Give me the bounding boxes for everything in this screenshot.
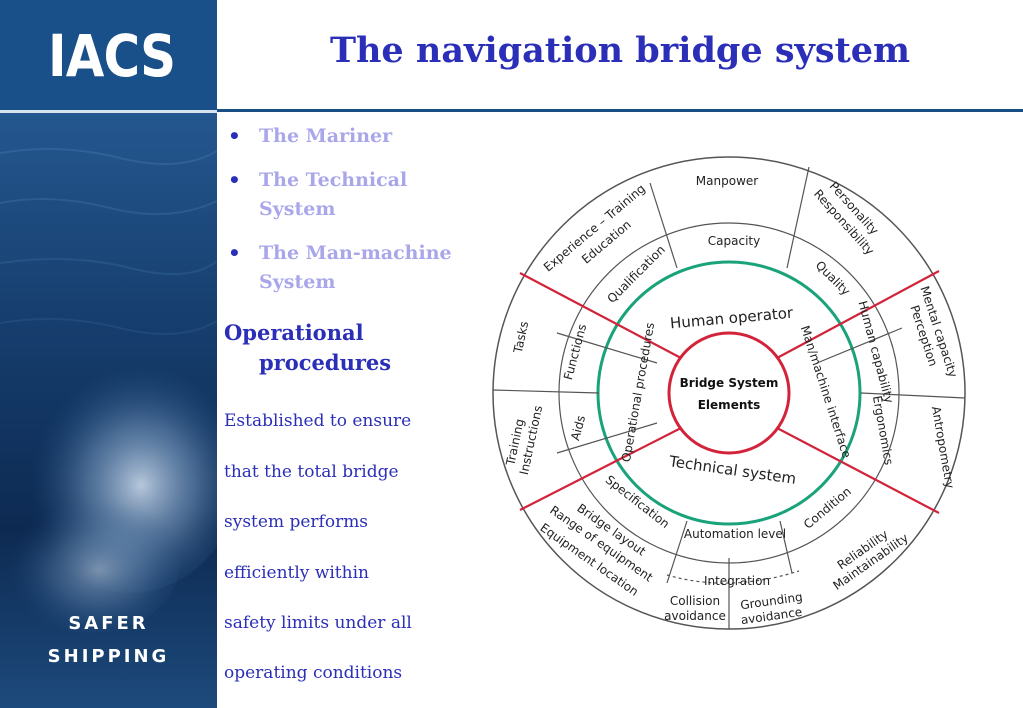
bridge-system-diagram: Bridge System Elements Human operator Ma… xyxy=(487,153,972,635)
header-rule xyxy=(217,109,1023,112)
label-condition: Condition xyxy=(801,484,854,532)
bullet-item: • The Man-machine System xyxy=(224,239,469,297)
description-line: Established to ensure xyxy=(224,411,412,431)
label-tasks: Tasks xyxy=(511,320,532,355)
logo-band xyxy=(0,0,217,110)
label-collision: Collision xyxy=(670,594,720,608)
bullet-item: • The Technical System xyxy=(224,166,469,224)
tagline-shipping: SHIPPING xyxy=(47,646,170,667)
bullet-icon: • xyxy=(228,124,241,148)
middle-ring xyxy=(558,222,900,564)
integration-arc xyxy=(666,570,800,584)
label-man-machine-interface: Man/machine interface xyxy=(798,324,854,460)
description-line: operating conditions xyxy=(224,663,403,683)
sea-image xyxy=(0,113,217,708)
label-manpower: Manpower xyxy=(696,174,758,188)
label-human-capability: Human capability xyxy=(855,299,896,404)
label-antropometry: Antropometry xyxy=(929,405,957,489)
description-line: safety limits under all xyxy=(224,613,412,633)
description-line: that the total bridge xyxy=(224,462,399,482)
diagram-svg: Bridge System Elements Human operator Ma… xyxy=(492,156,966,630)
bullet-item: • The Mariner xyxy=(224,122,469,151)
bullet-icon: • xyxy=(228,241,241,265)
iacs-logo: IACS xyxy=(48,22,176,90)
operational-heading-line: procedures xyxy=(259,350,392,375)
label-collision-avoidance: avoidance xyxy=(664,609,726,623)
bullet-text: The Technical xyxy=(259,169,408,191)
bullet-text: The Man-machine xyxy=(259,242,452,264)
ring-dividers xyxy=(492,166,966,629)
label-technical-system: Technical system xyxy=(667,452,797,488)
bullet-text: System xyxy=(259,271,336,293)
bullet-text: System xyxy=(259,198,336,220)
quadrant-dividers xyxy=(519,270,940,514)
page-title: The navigation bridge system xyxy=(329,30,911,71)
label-integration: Integration xyxy=(704,574,770,588)
tagline-safer: SAFER xyxy=(68,613,149,634)
label-ergonomics: Ergonomics xyxy=(870,395,896,466)
description-line: system performs xyxy=(224,512,369,532)
operational-heading: Operational procedures xyxy=(224,318,391,378)
bullet-text: The Mariner xyxy=(259,125,393,147)
center-label-2: Elements xyxy=(698,398,761,412)
brand-panel: IACS SAFER SHIPPING xyxy=(0,0,217,708)
label-qualification: Qualification xyxy=(605,243,668,306)
panel-divider xyxy=(0,110,217,113)
label-human-operator: Human operator xyxy=(669,304,794,333)
description-line: efficiently within xyxy=(224,563,369,583)
bullet-list: • The Mariner • The Technical System • T… xyxy=(224,122,469,312)
bullet-icon: • xyxy=(228,168,241,192)
label-quality: Quality xyxy=(813,258,853,298)
label-capacity: Capacity xyxy=(708,234,760,248)
label-functions: Functions xyxy=(561,322,589,381)
center-circle xyxy=(667,331,791,455)
operational-heading-line: Operational xyxy=(224,320,364,345)
label-aids: Aids xyxy=(568,414,588,442)
label-automation-level: Automation level xyxy=(684,527,786,541)
center-label-1: Bridge System xyxy=(680,376,779,390)
